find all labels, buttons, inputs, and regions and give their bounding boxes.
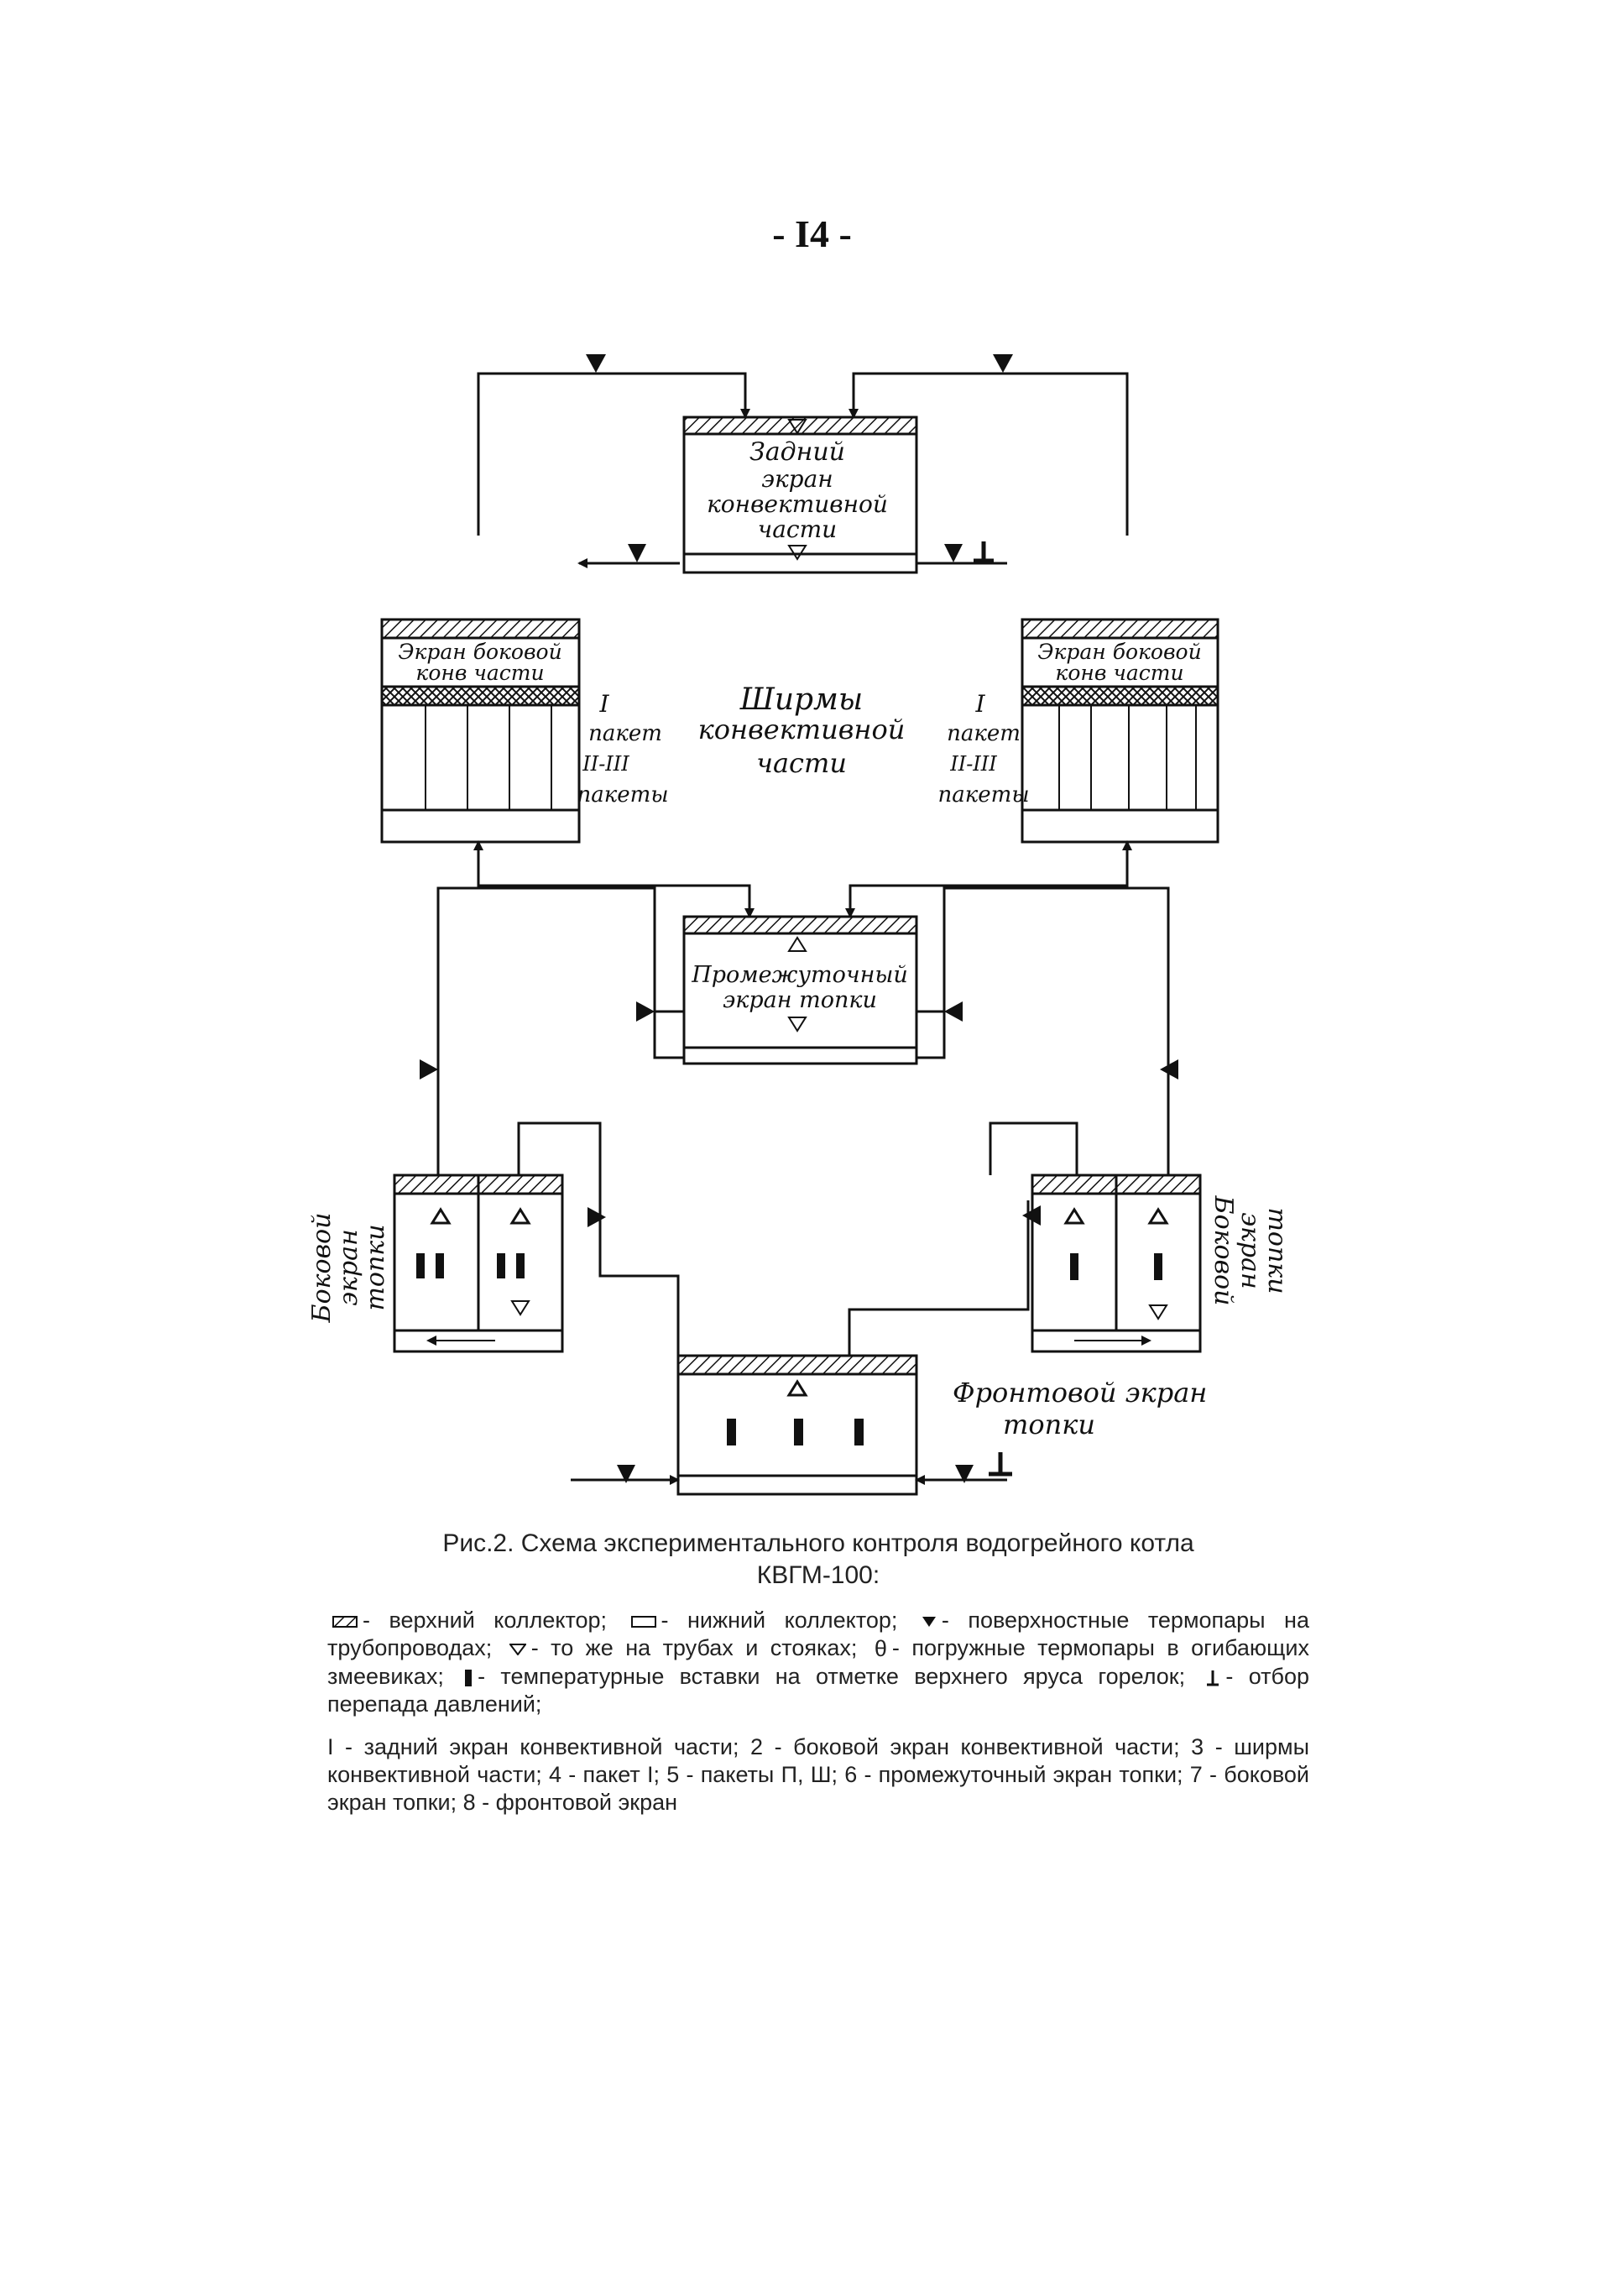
side-furnace-right-label-3: топки: [1262, 1207, 1292, 1294]
side-furnace-left-label-2: экран: [334, 1229, 363, 1306]
packet-right-label-2: пакет: [947, 721, 1021, 746]
side-conv-right-block: [1021, 618, 1219, 844]
packet-left-label-1: I: [598, 690, 609, 718]
back-screen-label-1: Задний: [749, 437, 845, 467]
legend-upper-collector: - верхний коллектор;: [363, 1607, 608, 1633]
screens-conv-label-3: части: [756, 747, 847, 779]
intermediate-label-2: экран топки: [723, 987, 877, 1013]
temp-insert-icon: [465, 1670, 473, 1687]
caption-title-line-1: Рис.2. Схема экспериментального контроля…: [442, 1529, 1194, 1557]
intermediate-label-1: Промежуточный: [691, 962, 908, 988]
packet-left-label-4: пакеты: [577, 782, 669, 808]
packet-right-label-1: I: [974, 690, 985, 718]
legend-tubes-tc: - то же на трубах и стояках;: [530, 1635, 858, 1660]
back-screen-label-3: конвективной: [707, 490, 888, 518]
theta-icon: θ: [874, 1636, 887, 1662]
side-furnace-left-label-3: топки: [361, 1224, 390, 1310]
figure-caption: Рис.2. Схема экспериментального контроля…: [327, 1528, 1309, 1817]
legend-surface-tc: - поверхностные термопары на трубопровод…: [327, 1607, 1309, 1660]
open-triangle-icon: [509, 1643, 526, 1655]
legend-temp-inserts: - температурные вставки на отметке верхн…: [478, 1664, 1186, 1690]
filled-triangle-icon: [922, 1616, 936, 1627]
legend-immersion-tc: - погружные термопары в огибающих змееви…: [327, 1635, 1309, 1690]
front-screen-block: [676, 1354, 918, 1496]
side-conv-left-label-1: Экран боковой: [398, 640, 561, 664]
back-screen-label-4: части: [758, 515, 837, 543]
packet-left-label-2: пакет: [588, 721, 662, 746]
pressure-tap-icon: [1207, 1670, 1219, 1686]
back-screen-block: [682, 416, 918, 574]
intermediate-screen-block: [682, 915, 918, 1065]
back-screen-label-2: экран: [761, 465, 833, 493]
packet-right-label-4: пакеты: [938, 782, 1030, 808]
side-furnace-right-block: [1031, 1174, 1202, 1353]
side-conv-left-label-2: конв части: [415, 661, 544, 685]
side-furnace-left-block: [393, 1174, 564, 1353]
upper-collector-icon: [332, 1615, 358, 1628]
caption-list: I - задний экран конвективной части; 2 -…: [327, 1734, 1309, 1816]
caption-title-line-2: КВГМ-100:: [756, 1561, 880, 1589]
side-furnace-left-label-1: Боковой: [307, 1213, 337, 1324]
side-conv-right-label-1: Экран боковой: [1037, 640, 1201, 664]
lower-collector-icon: [630, 1615, 656, 1628]
screens-conv-label-1: Ширмы: [739, 682, 863, 717]
packet-left-label-3: II-III: [582, 752, 629, 776]
caption-legend: - верхний коллектор; - нижний коллектор;…: [327, 1607, 1309, 1718]
caption-title: Рис.2. Схема экспериментального контроля…: [327, 1528, 1309, 1592]
front-screen-label-2: топки: [1003, 1409, 1095, 1440]
side-furnace-right-label-2: экран: [1235, 1212, 1265, 1289]
side-conv-left-block: [380, 618, 581, 844]
side-furnace-right-label-1: Боковой: [1209, 1195, 1238, 1306]
boiler-scheme-diagram: Задний экран конвективной части Экран бо…: [307, 354, 1292, 1496]
legend-lower-collector: - нижний коллектор;: [661, 1607, 898, 1633]
front-screen-label-1: Фронтовой экран: [953, 1377, 1207, 1409]
page-number: - I4 -: [772, 212, 852, 255]
legend-pressure-drop: - отбор перепада давлений;: [327, 1664, 1309, 1717]
packet-right-label-3: II-III: [949, 752, 997, 776]
screens-conv-label-2: конвективной: [698, 714, 906, 745]
side-conv-right-label-2: конв части: [1055, 661, 1183, 685]
